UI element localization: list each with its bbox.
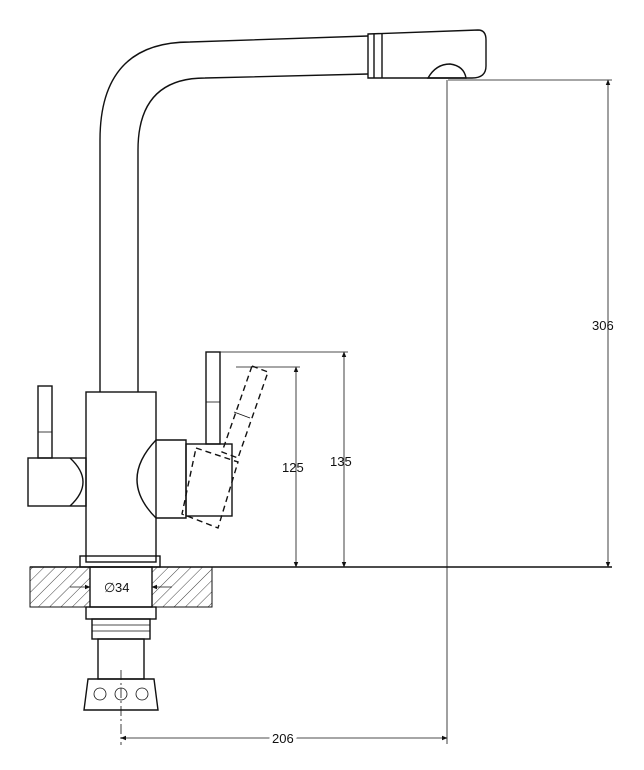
dim-lever-dashed: 125 — [236, 366, 304, 568]
overall-height-value: 306 — [592, 318, 614, 333]
fitting-thread — [91, 618, 151, 640]
spout-reach-value: 206 — [272, 731, 294, 746]
lever-dashed-value: 125 — [282, 460, 304, 475]
body-center-bulge — [136, 439, 187, 519]
left-lever — [27, 385, 87, 507]
dim-lever: 135 — [220, 351, 352, 568]
left-valve-dome — [69, 457, 84, 507]
rotated-valve-cap — [181, 447, 239, 529]
right-lever-rotated — [181, 365, 269, 529]
mount-hole-symbol: ∅ — [104, 580, 115, 595]
faucet-body — [79, 391, 187, 568]
dim-mount-hole: ∅ 34 — [70, 580, 172, 595]
mount-nut — [85, 606, 157, 620]
body-column — [85, 391, 157, 563]
left-valve-cap — [27, 457, 87, 507]
right-valve-cap — [185, 443, 233, 517]
spout-outer — [99, 35, 369, 392]
aerator — [426, 63, 467, 79]
fitting-hex-nut — [83, 678, 159, 711]
spout — [99, 29, 487, 392]
mount-hole-value: 34 — [115, 580, 129, 595]
lever-value: 135 — [330, 454, 352, 469]
rotated-handle-band — [233, 411, 251, 419]
right-handle-stem — [205, 351, 221, 445]
rotated-handle-stem — [221, 365, 269, 459]
dim-spout-reach: 206 — [120, 80, 448, 749]
dim-overall-height: 306 — [448, 79, 614, 568]
right-lever — [185, 351, 233, 517]
spout-inner — [137, 73, 369, 392]
left-handle-stem — [37, 385, 53, 459]
spout-head — [367, 29, 487, 79]
